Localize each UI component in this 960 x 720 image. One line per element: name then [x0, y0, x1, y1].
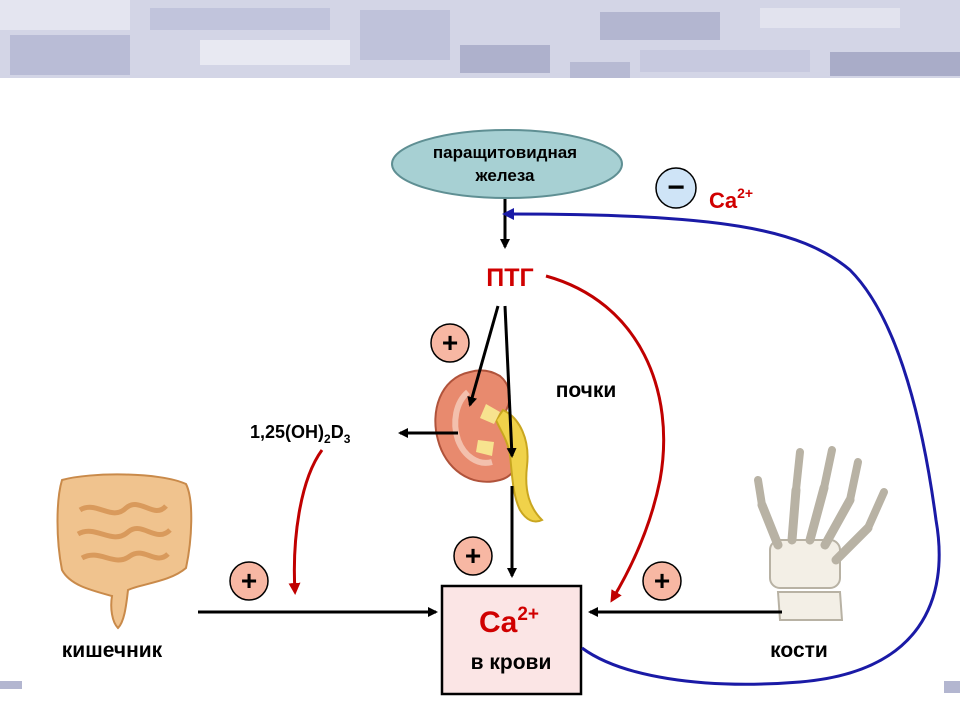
blood-calcium-box: Ca2+ в крови [440, 584, 583, 696]
vitamin-d-label: 1,25(OH)2D3 [250, 422, 351, 446]
parathyroid-gland: паращитовидная железа [391, 129, 623, 199]
vitamin-to-absorption-arrow [288, 449, 324, 595]
pth-to-kidney-arrow-2 [503, 305, 517, 458]
blood-calcium-caption: в крови [471, 651, 552, 674]
right-edge-mark [944, 681, 960, 693]
intestine-label: кишечник [62, 639, 163, 662]
svg-text:−: − [667, 171, 685, 204]
plus-badge-kidney-blood: + [453, 536, 493, 576]
pth-to-kidney-arrow-1 [467, 305, 500, 407]
gland-label-line1: паращитовидная [433, 143, 577, 162]
minus-badge-feedback: − [655, 167, 697, 209]
header-band [0, 0, 960, 78]
plus-badge-intestine: + [229, 561, 269, 601]
gland-label-line2: железа [475, 166, 536, 185]
svg-text:+: + [241, 565, 257, 596]
left-edge-mark [0, 681, 22, 689]
kidney-label: почки [556, 379, 617, 402]
pth-to-blood-arrow [545, 274, 666, 603]
calcium-feedback-arrow [502, 208, 941, 686]
plus-badge-kidney: + [430, 323, 470, 363]
plus-badge-bones: + [642, 561, 682, 601]
svg-text:+: + [465, 540, 481, 571]
kidney-image [434, 369, 544, 523]
svg-text:+: + [654, 565, 670, 596]
svg-text:+: + [442, 327, 458, 358]
pth-label: ПТГ [486, 264, 533, 292]
feedback-calcium-label: Ca2+ [709, 185, 753, 213]
bones-label: кости [770, 639, 828, 662]
blood-calcium-ion: Ca2+ [479, 604, 539, 639]
intestine-image [56, 473, 193, 630]
bones-image [754, 446, 888, 621]
